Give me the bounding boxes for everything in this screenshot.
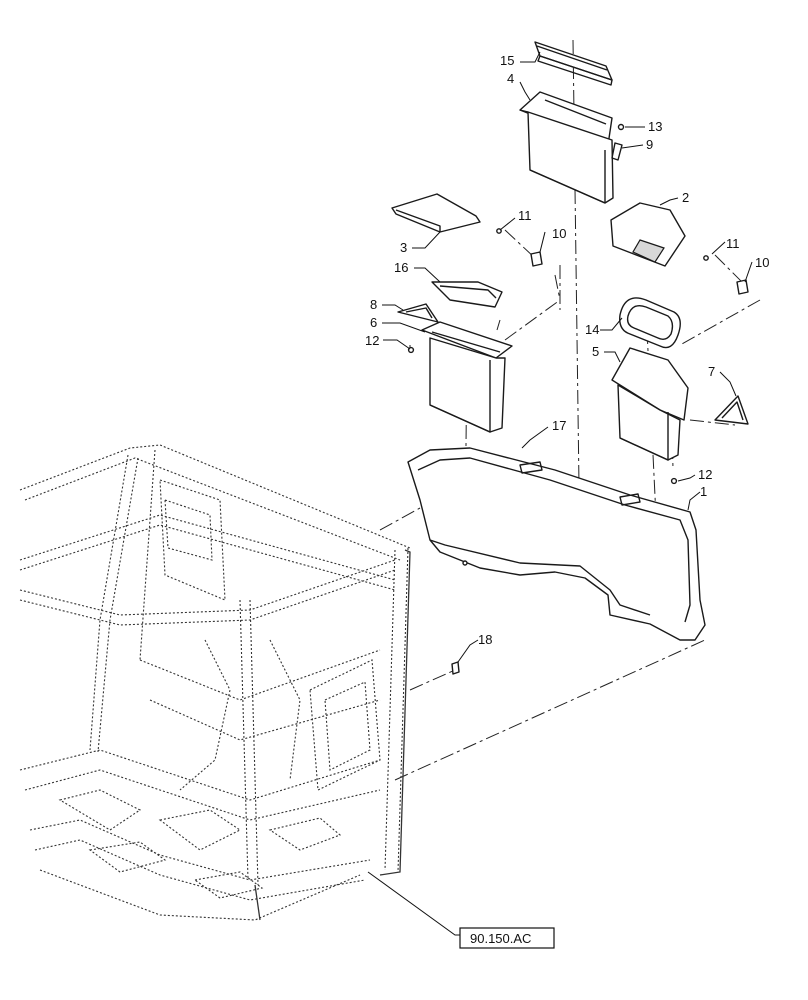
callout-15: 15 [500, 53, 514, 68]
callout-4: 4 [507, 71, 514, 86]
callout-6: 6 [370, 315, 377, 330]
callout-17: 17 [552, 418, 566, 433]
reference-label[interactable]: 90.150.AC [459, 927, 555, 949]
part-3-cover [391, 193, 481, 233]
callout-5: 5 [592, 344, 599, 359]
part-16-tray [431, 281, 503, 308]
part-14-bracket [619, 297, 681, 349]
callout-16: 16 [394, 260, 408, 275]
callout-1: 1 [700, 484, 707, 499]
leader-lines [367, 51, 753, 936]
callout-10-left: 10 [552, 226, 566, 241]
part-8-trim [397, 303, 439, 323]
part-15-lid [534, 41, 613, 86]
part-7-trim [714, 395, 749, 425]
callout-10-right: 10 [755, 255, 769, 270]
part-4-storage-bin [519, 91, 614, 204]
callout-18: 18 [478, 632, 492, 647]
callout-14: 14 [585, 322, 599, 337]
part-6-storage-bin [407, 321, 513, 433]
callout-2: 2 [682, 190, 689, 205]
parts-10-11-clips [496, 228, 749, 295]
parts-13-9-fasteners [611, 123, 625, 161]
callout-7: 7 [708, 364, 715, 379]
callout-11-right: 11 [726, 236, 740, 251]
callout-13: 13 [648, 119, 662, 134]
callout-12-right: 12 [698, 467, 712, 482]
part-5-storage-bin [611, 347, 689, 485]
cab-frame [19, 444, 411, 921]
part-2-cover [610, 202, 686, 267]
callout-11-left: 11 [518, 208, 532, 223]
callout-9: 9 [646, 137, 653, 152]
callout-3: 3 [400, 240, 407, 255]
part-1-floor-trim [407, 447, 706, 641]
reference-text: 90.150.AC [470, 931, 531, 946]
callout-labels: 15 4 13 9 2 11 10 3 11 10 16 8 6 12 14 5… [365, 53, 769, 647]
callout-8: 8 [370, 297, 377, 312]
reference-box[interactable] [459, 927, 555, 949]
part-18-fastener [451, 661, 460, 675]
callout-12-left: 12 [365, 333, 379, 348]
